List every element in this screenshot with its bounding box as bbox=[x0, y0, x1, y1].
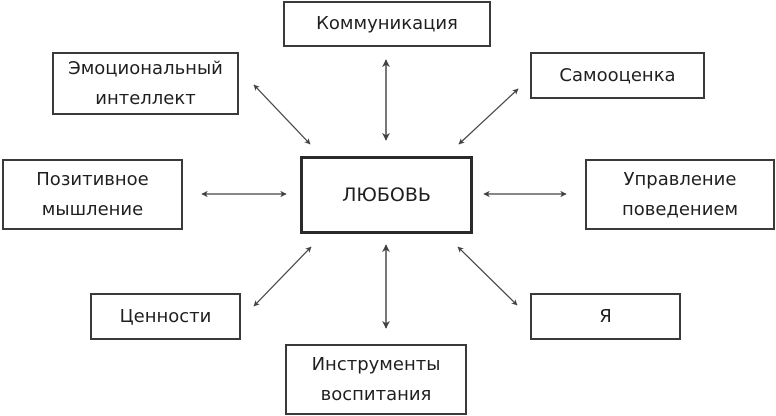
node-label-line-2: воспитания bbox=[320, 383, 432, 405]
node-label-line-1: Позитивное bbox=[36, 168, 149, 190]
node-self-esteem: Самооценка bbox=[530, 52, 705, 99]
node-self: Я bbox=[530, 293, 681, 340]
node-label-line-2: поведением bbox=[621, 198, 739, 220]
node-communication: Коммуникация bbox=[283, 1, 491, 47]
node-label-line-2: интеллект bbox=[95, 87, 196, 109]
arrow-love-emotional-intelligence bbox=[253, 84, 311, 145]
node-label-line-1: Инструменты bbox=[311, 353, 441, 375]
arrow-love-self-esteem bbox=[458, 88, 519, 145]
node-values: Ценности bbox=[90, 293, 241, 340]
arrow-love-self bbox=[457, 246, 518, 306]
node-label-line-1: Управление bbox=[623, 168, 737, 190]
node-label: Самооценка bbox=[559, 64, 676, 86]
arrow-love-values bbox=[253, 246, 312, 307]
node-label-line-2: мышление bbox=[41, 198, 144, 220]
node-behavior-management: Управление поведением bbox=[585, 159, 775, 230]
node-label: Я bbox=[599, 305, 612, 327]
node-emotional-intelligence: Эмоциональный интеллект bbox=[52, 52, 239, 115]
node-label-line-1: Эмоциональный bbox=[68, 57, 223, 79]
node-label: Ценности bbox=[119, 305, 212, 327]
center-label: ЛЮБОВЬ bbox=[342, 184, 431, 206]
node-upbringing-tools: Инструменты воспитания bbox=[285, 344, 467, 415]
node-label: Коммуникация bbox=[316, 13, 458, 34]
node-positive-thinking: Позитивное мышление bbox=[2, 159, 183, 230]
node-love-center: ЛЮБОВЬ bbox=[300, 156, 473, 234]
